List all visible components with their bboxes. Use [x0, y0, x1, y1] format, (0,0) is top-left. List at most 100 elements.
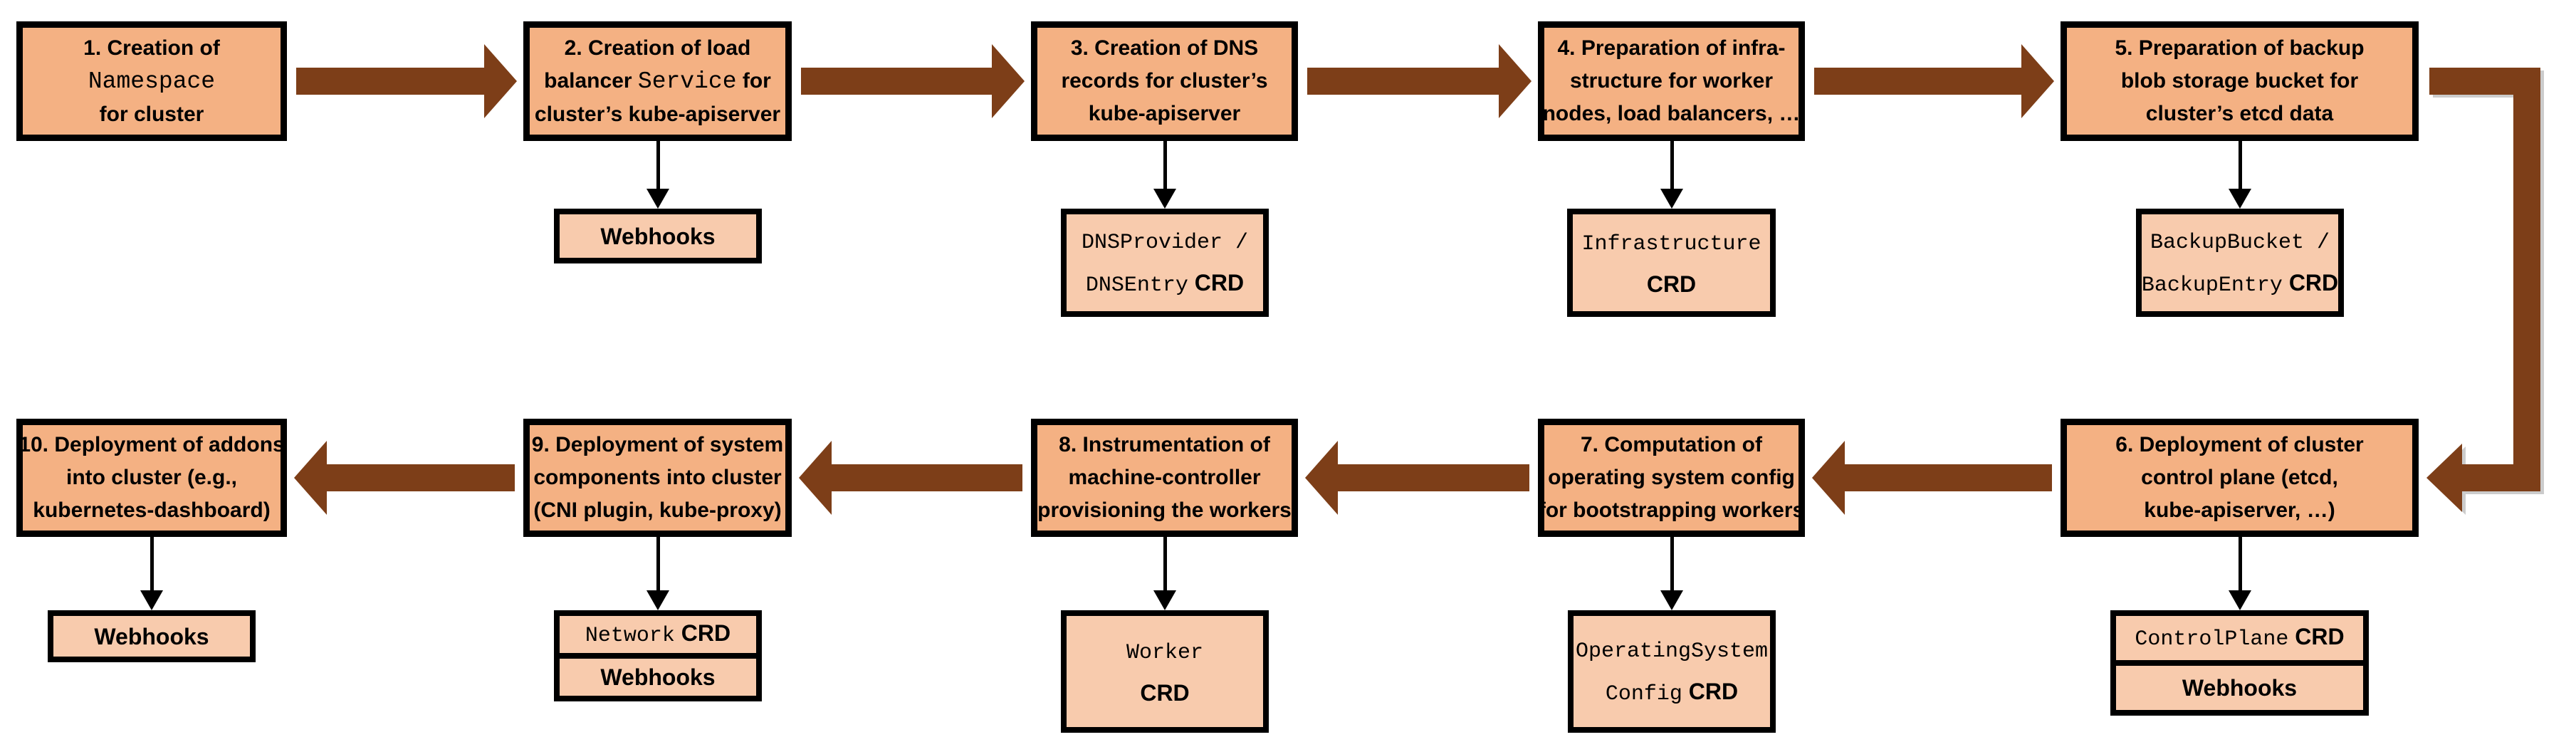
- text-segment: CRD: [1188, 270, 1245, 296]
- sub-box-label: Infrastructure: [1581, 221, 1761, 264]
- text-segment: provisioning the workers: [1037, 498, 1292, 522]
- text-segment: cluster’s kube-apiserver: [534, 102, 781, 126]
- connector-arrowhead-icon: [2228, 590, 2251, 610]
- sub-box-label: Webhooks: [600, 216, 715, 256]
- text-segment: for bootstrapping workers: [1538, 498, 1805, 522]
- connector-arrowhead-icon: [646, 590, 669, 610]
- step-label-line: components into cluster: [533, 461, 781, 494]
- connector-line: [1163, 141, 1167, 192]
- text-segment: CRD: [2282, 270, 2339, 296]
- step-label-line: kube-apiserver: [1089, 98, 1240, 130]
- step-label-line: blob storage bucket for: [2121, 65, 2358, 98]
- arrowhead-left-icon: [1812, 441, 1845, 515]
- controlplane-crd-box: ControlPlane CRD: [2110, 610, 2369, 666]
- connector-line: [1163, 537, 1167, 593]
- step-box-8: 8. Instrumentation of machine-controller p…: [1031, 419, 1298, 537]
- connector-line: [656, 141, 660, 192]
- sub-box-label: Webhooks: [2182, 668, 2297, 708]
- step-label-line: (CNI plugin, kube-proxy): [533, 494, 781, 527]
- text-segment: Webhooks: [2182, 675, 2298, 701]
- step-label-line: for cluster: [100, 98, 204, 131]
- sub-box-label: DNSEntry CRD: [1086, 263, 1244, 305]
- text-segment: 8. Instrumentation of: [1059, 433, 1270, 456]
- step-label-line: for bootstrapping workers: [1539, 494, 1804, 527]
- text-segment: operating system config: [1548, 466, 1795, 489]
- step-label-line: 4. Preparation of infra-: [1557, 32, 1785, 65]
- text-segment: structure for worker: [1569, 69, 1774, 93]
- text-segment: Service: [637, 68, 737, 95]
- text-segment: Config: [1605, 682, 1682, 706]
- sub-box-label: BackupBucket /: [2150, 220, 2330, 263]
- step-box-10: 10. Deployment of addons into cluster (e.…: [16, 419, 287, 537]
- text-segment: 2. Creation of load: [564, 36, 751, 60]
- text-segment: components into cluster: [533, 466, 782, 489]
- connector-arrowhead-icon: [1153, 189, 1176, 209]
- arrowhead-right-icon: [2021, 44, 2054, 118]
- text-segment: BackupEntry: [2141, 273, 2283, 298]
- step-label-line: 1. Creation of: [83, 32, 220, 65]
- text-segment: CRD: [1682, 679, 1739, 704]
- connector-arrowhead-icon: [140, 590, 163, 610]
- step-label-line: cluster’s kube-apiserver: [535, 98, 780, 131]
- text-segment: Webhooks: [600, 664, 716, 690]
- step-label-line: control plane (etcd,: [2141, 461, 2338, 494]
- arrowhead-right-icon: [484, 44, 517, 118]
- sub-box-label: Network CRD: [585, 613, 731, 656]
- text-segment: CRD: [2288, 624, 2345, 649]
- step-label-line: kube-apiserver, …): [2144, 494, 2335, 527]
- sub-box-label: ControlPlane CRD: [2135, 617, 2344, 659]
- text-segment: DNSProvider /: [1081, 231, 1249, 255]
- sub-box-label: OperatingSystem: [1576, 629, 1768, 672]
- arrowhead-left-icon: [799, 441, 832, 515]
- arrow-body: [1814, 68, 2021, 95]
- step-label-line: cluster’s etcd data: [2146, 98, 2333, 130]
- text-segment: machine-controller: [1068, 466, 1261, 489]
- text-segment: Webhooks: [94, 623, 209, 649]
- connector-arrowhead-icon: [1660, 189, 1683, 209]
- text-segment: kube-apiserver: [1088, 102, 1241, 125]
- text-segment: cluster’s etcd data: [2145, 102, 2334, 125]
- step-label-line: 3. Creation of DNS: [1071, 32, 1258, 65]
- sub-box-label: DNSProvider /: [1082, 220, 1248, 263]
- step-label-line: 8. Instrumentation of: [1059, 429, 1270, 461]
- network-crd-box: Network CRD: [554, 610, 762, 659]
- step-label-line: machine-controller: [1068, 461, 1260, 494]
- step-label-line: Namespace: [88, 65, 215, 98]
- sub-box-label: Webhooks: [600, 657, 715, 697]
- text-segment: 3. Creation of DNS: [1070, 36, 1259, 60]
- arrow-body: [1845, 464, 2052, 491]
- step-label-line: 2. Creation of load: [565, 32, 751, 65]
- sub-box-label: CRD: [1140, 673, 1189, 713]
- step-label-line: 5. Preparation of backup: [2115, 32, 2364, 65]
- text-segment: OperatingSystem: [1575, 639, 1769, 664]
- arrowhead-left-icon: [294, 441, 327, 515]
- step-label-line: into cluster (e.g.,: [66, 461, 237, 494]
- text-segment: into cluster (e.g.,: [66, 466, 238, 489]
- elbow-arrowhead-icon: [2426, 444, 2462, 512]
- step-label-line: provisioning the workers: [1037, 494, 1292, 527]
- step-label-line: 9. Deployment of system: [532, 429, 783, 461]
- text-segment: balancer: [544, 68, 638, 93]
- text-segment: 10. Deployment of addons: [19, 433, 285, 456]
- webhooks-box: Webhooks: [554, 209, 762, 263]
- step-box-4: 4. Preparation of infra-structure for wo…: [1538, 21, 1805, 141]
- step-label-line: operating system config: [1548, 461, 1795, 494]
- text-segment: DNSEntry: [1085, 273, 1188, 298]
- connector-line: [150, 537, 154, 593]
- step-label-line: 6. Deployment of cluster: [2115, 429, 2363, 461]
- text-segment: control plane (etcd,: [2141, 466, 2338, 489]
- sub-box-label: BackupEntry CRD: [2142, 263, 2338, 305]
- connector-arrowhead-icon: [1153, 590, 1176, 610]
- connector-arrowhead-icon: [646, 189, 669, 209]
- arrow-body: [801, 68, 992, 95]
- sub-box-label: Webhooks: [94, 617, 209, 657]
- step-label-line: 7. Computation of: [1581, 429, 1762, 461]
- text-segment: blob storage bucket for: [2120, 69, 2359, 93]
- step-box-5: 5. Preparation of backup blob storage buc…: [2061, 21, 2419, 141]
- arrowhead-right-icon: [992, 44, 1025, 118]
- text-segment: 5. Preparation of backup: [2115, 36, 2365, 60]
